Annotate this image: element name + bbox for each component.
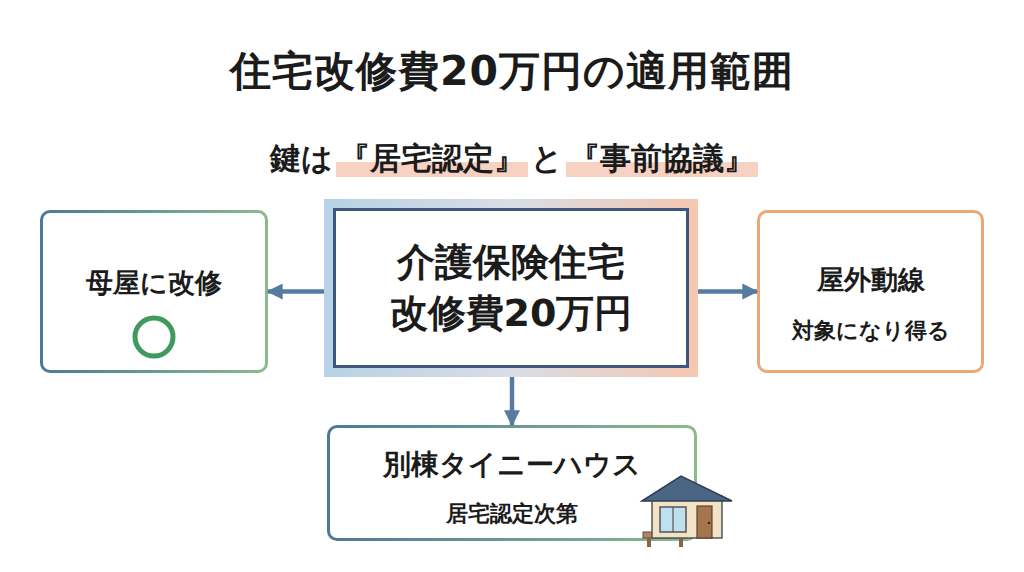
arrow-connector: [268, 289, 324, 294]
main-box: 介護保険住宅 改修費20万円: [324, 199, 698, 377]
ok-circle-symbol: [135, 318, 173, 356]
house-illustration: [642, 476, 732, 547]
node-heading: 母屋に改修: [86, 266, 222, 300]
result-box: 別棟タイニーハウス居宅認定次第: [327, 425, 697, 541]
subtitle-text: 鍵は: [267, 138, 336, 180]
node-heading: 介護保険住宅 改修費20万円: [386, 237, 636, 340]
node-heading: 屋外動線: [817, 263, 925, 297]
highlighted-keyword: 『居宅認定』: [336, 138, 528, 180]
result-box: 屋外動線対象になり得る: [757, 210, 984, 373]
subtitle-row: 鍵は『居宅認定』と『事前協議』: [0, 138, 1024, 180]
node-heading: 別棟タイニーハウス: [383, 447, 641, 482]
diagram-title: 住宅改修費20万円の適用範囲: [0, 44, 1024, 99]
arrow-connector: [698, 289, 757, 294]
highlighted-keyword: 『事前協議』: [566, 138, 758, 180]
node-note: 居宅認定次第: [446, 500, 578, 528]
main-box-frame: 介護保険住宅 改修費20万円: [333, 208, 689, 368]
subtitle-text: と: [528, 138, 566, 180]
node-note: 対象になり得る: [792, 317, 950, 345]
arrow-connector: [510, 377, 515, 425]
result-box: 母屋に改修: [40, 210, 268, 373]
